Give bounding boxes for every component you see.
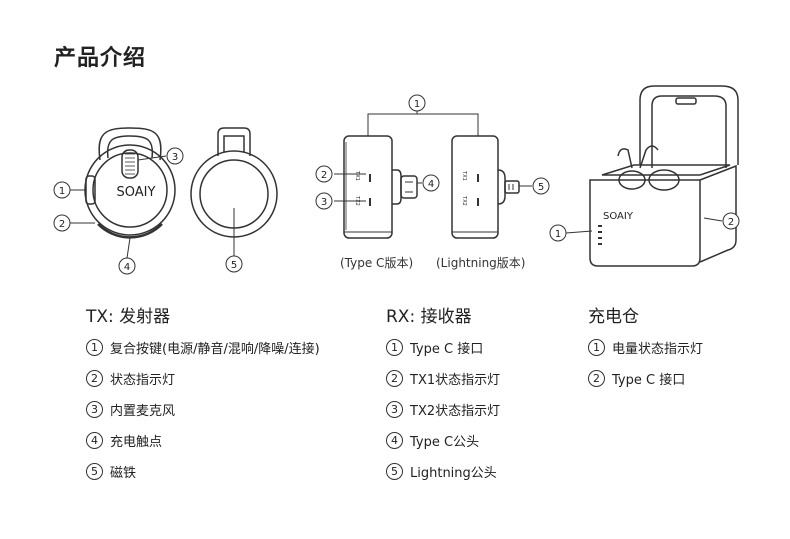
list-item: 3 内置麦克风 bbox=[86, 394, 320, 425]
rx-lightning-tx1-label: TX1 bbox=[461, 170, 467, 181]
callout-number: 5 bbox=[386, 463, 403, 480]
tx-parts-list: 1 复合按键(电源/静音/混响/降噪/连接) 2 状态指示灯 3 内置麦克风 4 充电触… bbox=[86, 332, 320, 487]
svg-text:1: 1 bbox=[555, 229, 561, 240]
svg-text:3: 3 bbox=[172, 152, 178, 163]
page-title: 产品介绍 bbox=[54, 46, 147, 71]
callout-rx-1: 1 bbox=[408, 94, 426, 112]
callout-rx-2: 2 bbox=[315, 165, 333, 183]
leader-lines bbox=[70, 104, 723, 259]
rx-parts-list: 1 Type C 接口 2 TX1状态指示灯 3 TX2状态指示灯 4 Type C公头… bbox=[386, 332, 500, 487]
tx-brand-logo: SOAIY bbox=[117, 185, 156, 200]
callout-rx-3: 3 bbox=[315, 192, 333, 210]
callout-rx-5: 5 bbox=[532, 177, 550, 195]
callout-number: 2 bbox=[588, 370, 605, 387]
list-item: 4 充电触点 bbox=[86, 425, 320, 456]
svg-text:5: 5 bbox=[231, 260, 237, 271]
callout-number: 3 bbox=[386, 401, 403, 418]
svg-text:4: 4 bbox=[428, 179, 434, 190]
list-item: 3 TX2状态指示灯 bbox=[386, 394, 500, 425]
list-item: 2 Type C 接口 bbox=[588, 363, 703, 394]
callout-number: 4 bbox=[386, 432, 403, 449]
list-item-label: TX1状态指示灯 bbox=[410, 373, 501, 388]
callout-tx-3: 3 bbox=[166, 147, 184, 165]
callout-tx-4: 4 bbox=[118, 257, 136, 275]
case-section-title: 充电仓 bbox=[588, 307, 639, 327]
list-item-label: Lightning公头 bbox=[410, 466, 497, 481]
rx-lightning-tx2-label: TX2 bbox=[461, 195, 467, 206]
svg-text:2: 2 bbox=[321, 170, 327, 181]
list-item-label: 复合按键(电源/静音/混响/降噪/连接) bbox=[110, 342, 320, 357]
svg-text:2: 2 bbox=[59, 219, 65, 230]
list-item-label: 电量状态指示灯 bbox=[612, 342, 704, 357]
list-item-label: 充电触点 bbox=[110, 435, 163, 450]
callout-case-1: 1 bbox=[549, 224, 567, 242]
callout-number: 2 bbox=[86, 370, 103, 387]
callout-number: 4 bbox=[86, 432, 103, 449]
callout-tx-5: 5 bbox=[225, 255, 243, 273]
rx-typec-tx2-label: TX2 bbox=[354, 195, 360, 206]
svg-text:2: 2 bbox=[728, 217, 734, 228]
case-parts-list: 1 电量状态指示灯 2 Type C 接口 bbox=[588, 332, 703, 394]
svg-text:5: 5 bbox=[538, 182, 544, 193]
callout-number: 2 bbox=[386, 370, 403, 387]
list-item-label: Type C 接口 bbox=[410, 342, 484, 357]
list-item: 5 磁铁 bbox=[86, 456, 320, 487]
case-brand-logo: SOAIY bbox=[603, 211, 634, 222]
callout-rx-4: 4 bbox=[422, 174, 440, 192]
svg-text:1: 1 bbox=[414, 99, 420, 110]
callout-number: 1 bbox=[386, 339, 403, 356]
list-item: 5 Lightning公头 bbox=[386, 456, 500, 487]
list-item: 1 复合按键(电源/静音/混响/降噪/连接) bbox=[86, 332, 320, 363]
product-diagram: SOAIY SOAIY TX1 TX2 TX1 TX2 1 2 3 4 5 1 … bbox=[53, 85, 740, 275]
callout-case-2: 2 bbox=[722, 212, 740, 230]
svg-text:1: 1 bbox=[59, 186, 65, 197]
callout-number: 3 bbox=[86, 401, 103, 418]
callout-tx-2: 2 bbox=[53, 214, 71, 232]
tx-front-illustration bbox=[84, 127, 176, 239]
list-item-label: Type C 接口 bbox=[612, 373, 686, 388]
caption-typec: (Type C版本) bbox=[340, 256, 414, 270]
list-item: 1 电量状态指示灯 bbox=[588, 332, 703, 363]
svg-text:4: 4 bbox=[124, 262, 130, 273]
list-item: 2 TX1状态指示灯 bbox=[386, 363, 500, 394]
callout-number: 1 bbox=[588, 339, 605, 356]
tx-section-title: TX: 发射器 bbox=[86, 307, 171, 327]
rx-lightning-illustration bbox=[451, 135, 520, 239]
list-item-label: TX2状态指示灯 bbox=[410, 404, 501, 419]
callout-number: 1 bbox=[86, 339, 103, 356]
rx-typec-illustration bbox=[343, 135, 418, 239]
list-item-label: Type C公头 bbox=[410, 435, 480, 450]
callout-tx-1: 1 bbox=[53, 181, 71, 199]
list-item: 1 Type C 接口 bbox=[386, 332, 500, 363]
list-item: 4 Type C公头 bbox=[386, 425, 500, 456]
caption-lightning: (Lightning版本) bbox=[436, 256, 526, 270]
svg-text:3: 3 bbox=[321, 197, 327, 208]
rx-typec-tx1-label: TX1 bbox=[354, 170, 360, 181]
list-item-label: 磁铁 bbox=[110, 466, 137, 481]
list-item-label: 状态指示灯 bbox=[110, 373, 176, 388]
list-item-label: 内置麦克风 bbox=[110, 404, 176, 419]
charging-case-illustration bbox=[589, 85, 739, 267]
list-item: 2 状态指示灯 bbox=[86, 363, 320, 394]
callout-number: 5 bbox=[86, 463, 103, 480]
rx-section-title: RX: 接收器 bbox=[386, 307, 472, 327]
